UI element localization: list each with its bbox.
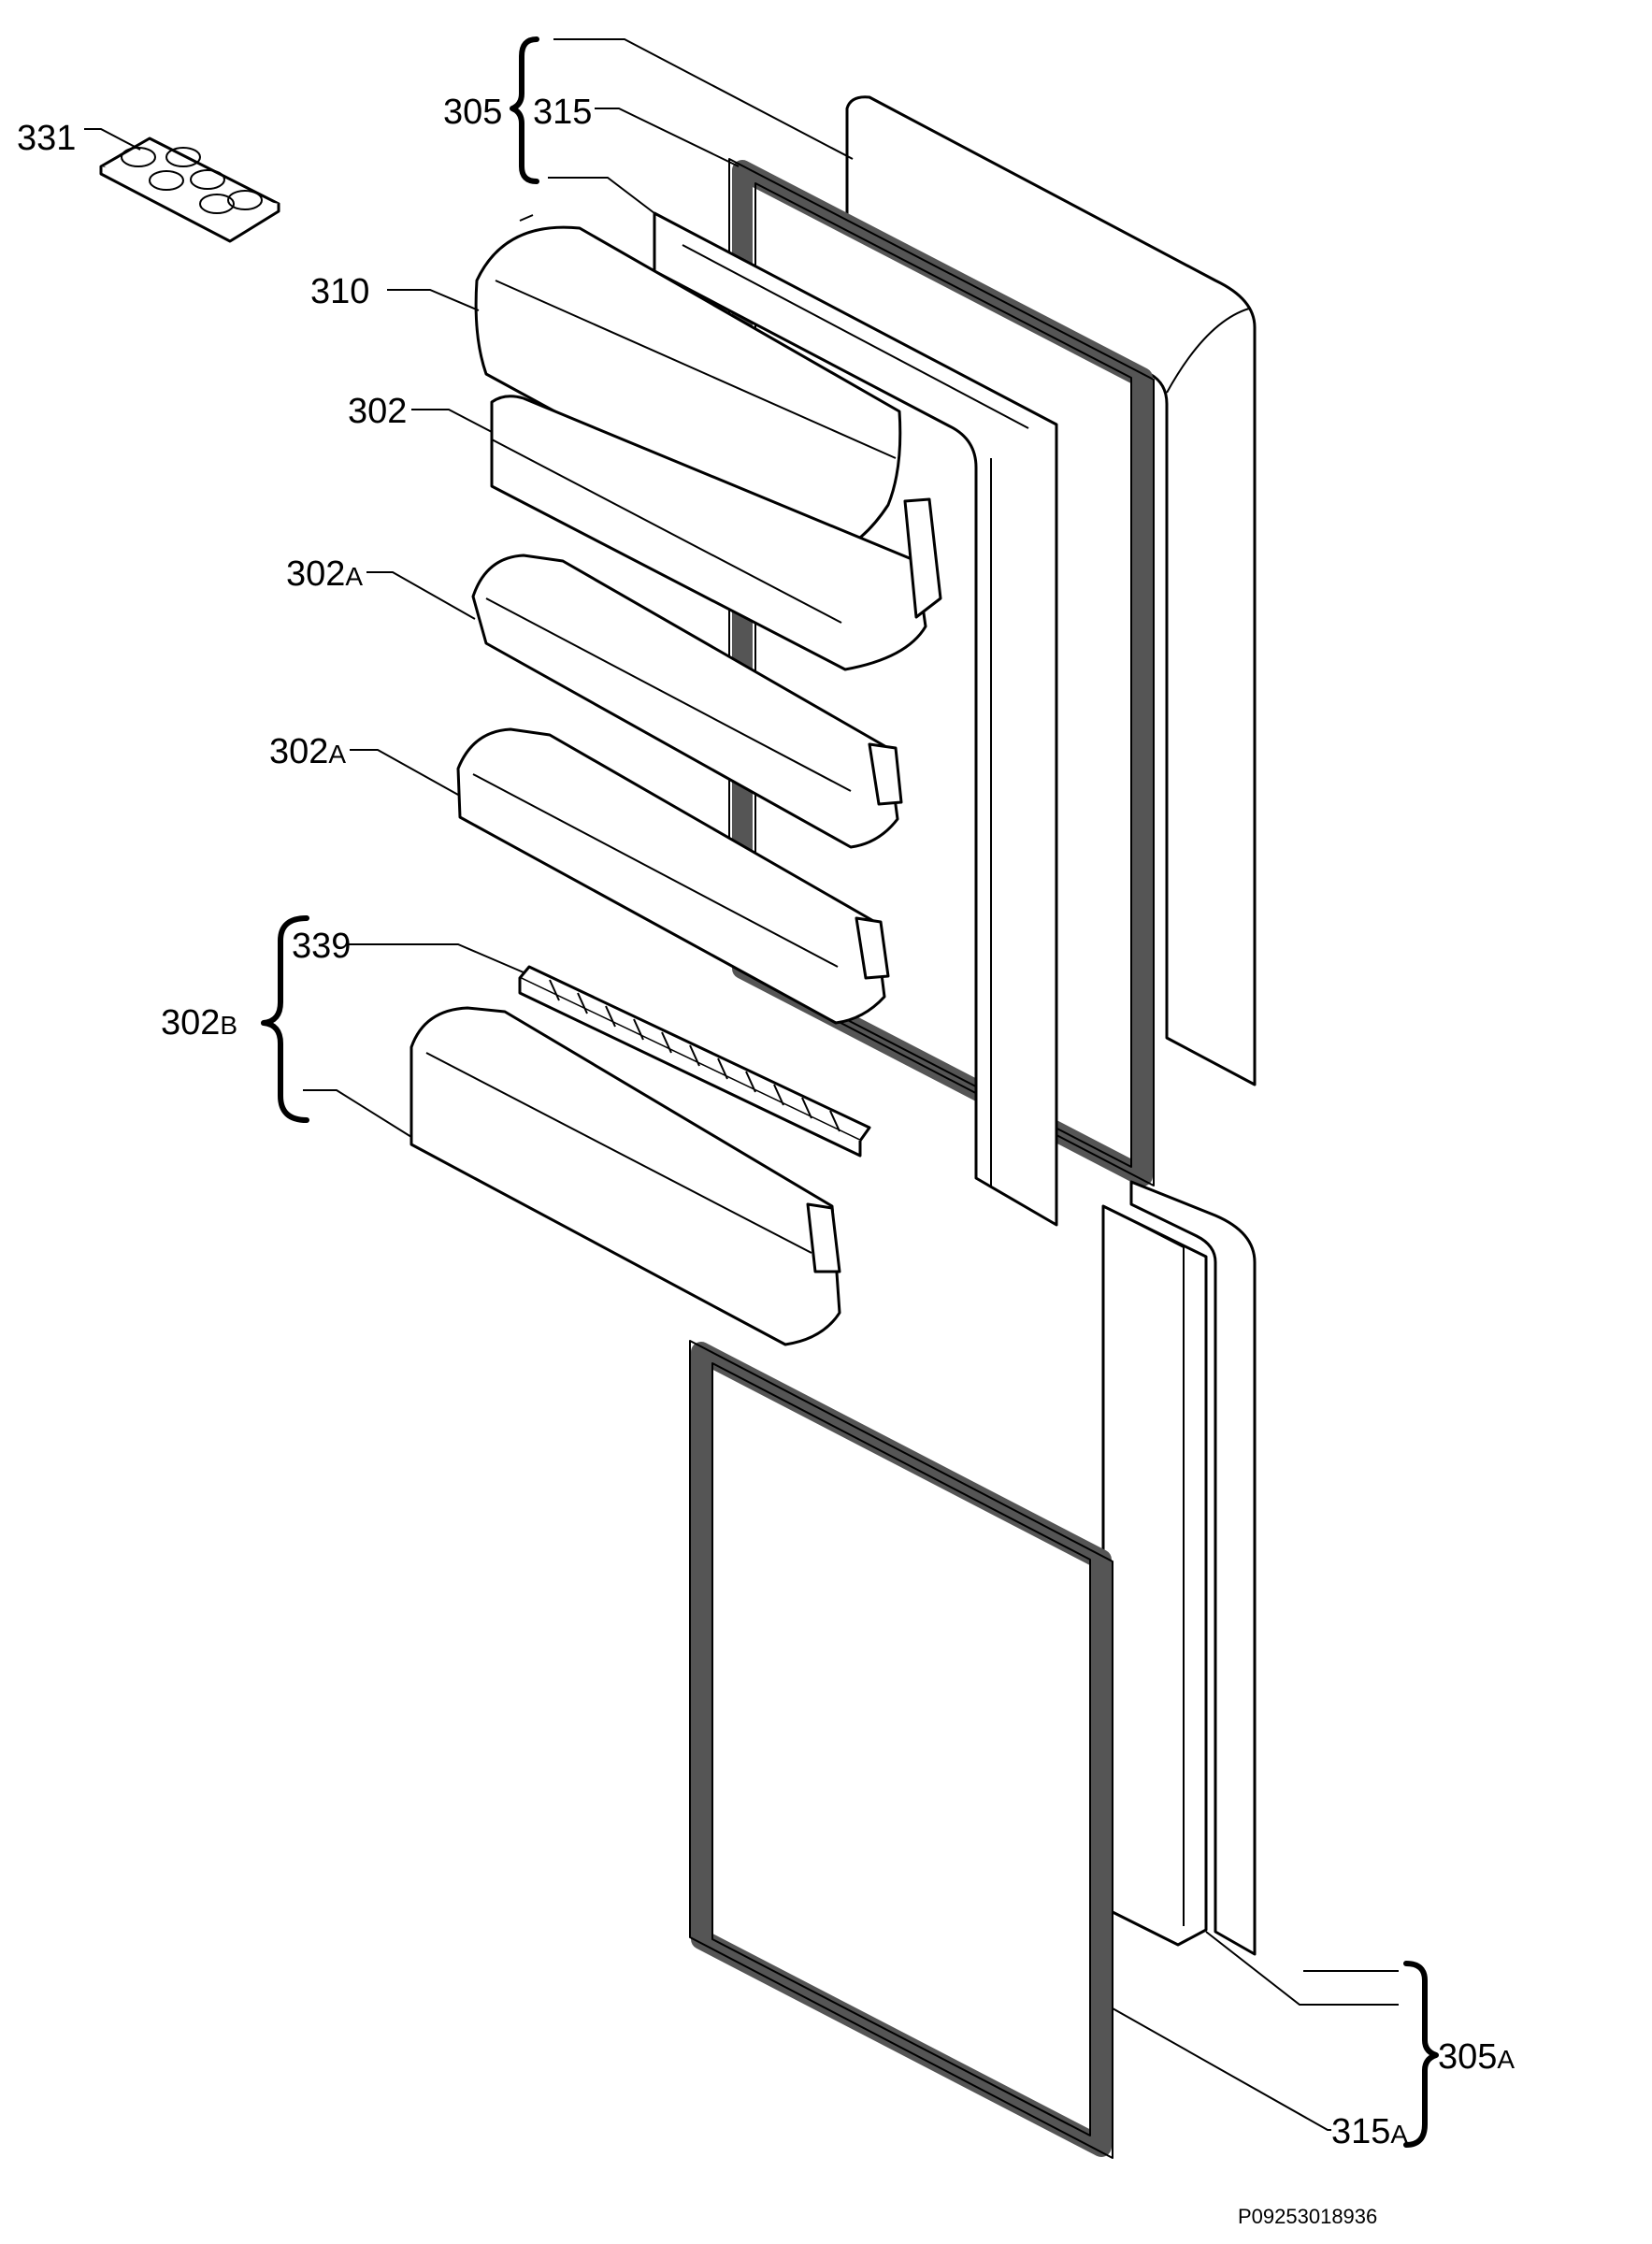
- dairy-lid-310: [474, 214, 902, 559]
- upper-door-inner-liner: [653, 211, 1058, 1227]
- label-302a-lower: 302A: [269, 732, 346, 771]
- brace-302b: [261, 915, 309, 1123]
- label-331: 331: [17, 119, 76, 158]
- upper-door-panel: [845, 95, 1257, 1086]
- brace-305: [510, 36, 539, 184]
- label-315a: 315A: [1331, 2112, 1408, 2151]
- label-315: 315: [533, 93, 592, 132]
- label-310: 310: [310, 272, 369, 311]
- lower-door-panel: [1101, 1180, 1257, 1956]
- lower-door-gasket-315a: [689, 1340, 1113, 2159]
- label-339: 339: [292, 927, 351, 966]
- leader-lines: [84, 38, 1399, 2131]
- part-labels: 331 305 315 310 302 302A 302A 339 302B 3…: [17, 93, 1515, 2228]
- egg-tray-331: [99, 137, 280, 243]
- label-305: 305: [443, 93, 502, 132]
- door-shelf-302a-lower: [456, 727, 890, 1025]
- label-302: 302: [348, 392, 407, 431]
- brace-305a: [1403, 1961, 1439, 2148]
- label-302b: 302B: [161, 1003, 237, 1043]
- label-302a-upper: 302A: [286, 554, 363, 594]
- dairy-compartment-302: [490, 395, 942, 671]
- label-305a: 305A: [1438, 2037, 1515, 2077]
- drawing-code: P09253018936: [1238, 2205, 1377, 2228]
- door-shelf-302a-upper: [471, 554, 903, 849]
- bottle-retainer-339: [518, 965, 871, 1158]
- bottle-shelf-302b: [409, 1006, 841, 1346]
